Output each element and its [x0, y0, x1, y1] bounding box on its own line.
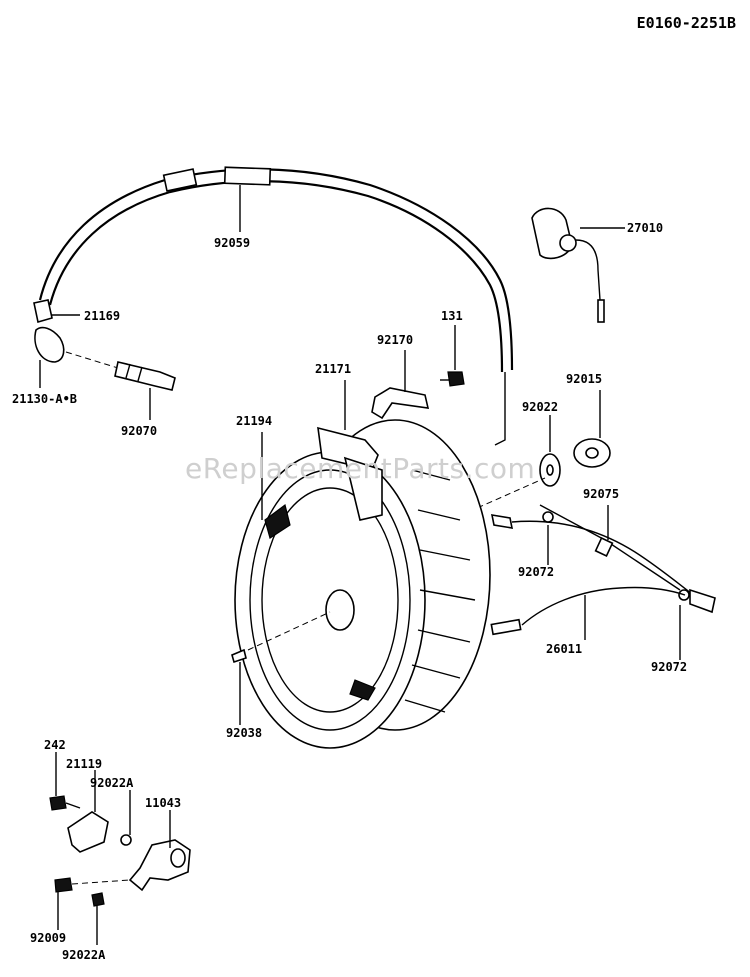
- watermark: eReplacementParts.com: [185, 452, 536, 485]
- part-label-92015: 92015: [566, 372, 603, 386]
- part-label-92059: 92059: [214, 236, 251, 250]
- spark-plug-cable: [38, 166, 514, 446]
- part-label-92075: 92075: [583, 487, 620, 501]
- bracket-92170: [371, 325, 465, 420]
- part-label-242: 242: [44, 738, 66, 752]
- part-label-21119: 21119: [66, 757, 103, 771]
- part-label-27010: 27010: [627, 221, 664, 235]
- part-label-92170: 92170: [377, 333, 414, 347]
- part-label-21171: 21171: [315, 362, 352, 376]
- part-label-26011: 26011: [546, 642, 583, 656]
- part-label-92022: 92022: [522, 400, 559, 414]
- part-label-92022A-lower: 92022A: [62, 948, 106, 962]
- part-label-92072-lower: 92072: [651, 660, 688, 674]
- plug-cap: [33, 299, 119, 388]
- flywheel: [234, 419, 491, 749]
- wire-harness: [490, 504, 716, 660]
- part-label-21169: 21169: [84, 309, 121, 323]
- part-label-131: 131: [441, 309, 463, 323]
- coil-unit: [317, 380, 383, 521]
- lower-bracket-assembly: [49, 752, 191, 945]
- part-label-21130: 21130-A•B: [12, 392, 78, 406]
- part-label-92022A-upper: 92022A: [90, 776, 134, 790]
- diagram-code: E0160-2251B: [636, 14, 736, 32]
- part-label-92038: 92038: [226, 726, 263, 740]
- part-label-21194: 21194: [236, 414, 273, 428]
- washer-and-nut: [449, 390, 611, 521]
- part-label-92009: 92009: [30, 931, 67, 945]
- ignition-part: [531, 207, 625, 323]
- part-label-92070: 92070: [121, 424, 158, 438]
- key-92038: [231, 648, 247, 725]
- part-label-92072-upper: 92072: [518, 565, 555, 579]
- part-label-11043: 11043: [145, 796, 182, 810]
- spark-plug: [114, 361, 176, 420]
